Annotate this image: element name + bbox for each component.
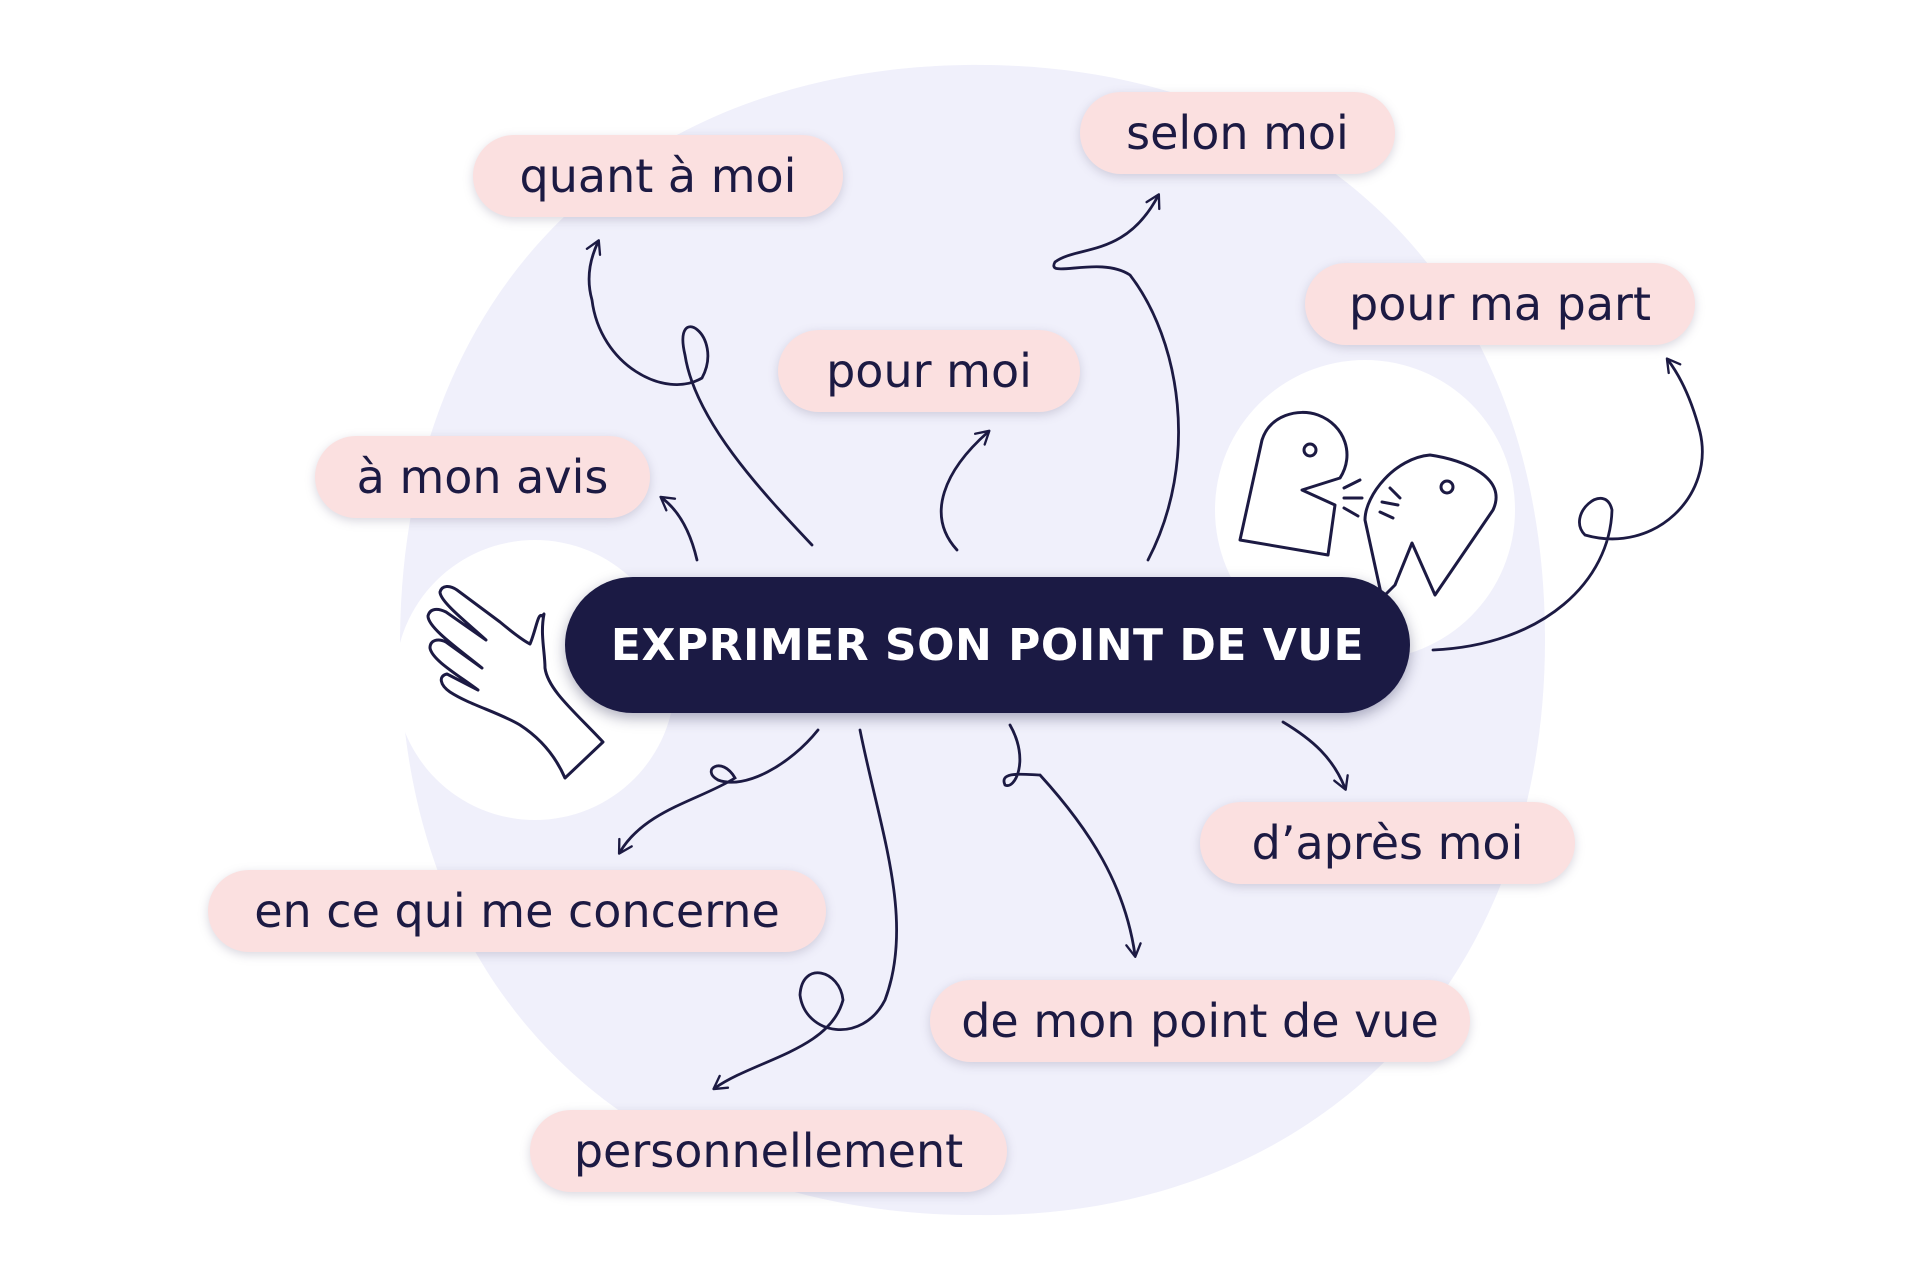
pill-selon-moi: selon moi <box>1080 92 1395 174</box>
pill-a-mon-avis: à mon avis <box>315 436 650 518</box>
pill-en-ce-qui-me-concerne: en ce qui me concerne <box>208 870 826 952</box>
pill-pour-moi: pour moi <box>778 330 1080 412</box>
arrow-to-de-mon-point-de-vue <box>1002 723 1142 958</box>
pill-label: à mon avis <box>356 450 609 504</box>
arrow-to-a-mon-avis <box>659 495 699 562</box>
raised-hand-icon <box>426 585 605 780</box>
pill-label: personnellement <box>573 1124 964 1178</box>
pill-label: d’après moi <box>1251 816 1524 870</box>
arrow-to-selon-moi <box>1052 193 1180 562</box>
talking-heads-icon <box>1238 410 1498 600</box>
arrow-to-personnellement <box>712 728 899 1091</box>
arrow-to-dapres-moi <box>1281 720 1349 791</box>
pill-label: quant à moi <box>519 149 797 203</box>
pill-pour-ma-part: pour ma part <box>1305 263 1695 345</box>
arrow-to-en-ce-qui-me-concerne <box>617 728 820 855</box>
pill-label: selon moi <box>1126 106 1349 160</box>
pill-label: en ce qui me concerne <box>254 884 780 938</box>
central-topic: EXPRIMER SON POINT DE VUE <box>565 577 1410 713</box>
arrow-to-quant-a-moi <box>585 239 814 547</box>
arrow-to-pour-ma-part <box>1431 357 1704 652</box>
arrow-to-pour-moi <box>939 429 991 552</box>
pill-dapres-moi: d’après moi <box>1200 802 1575 884</box>
pill-de-mon-point-de-vue: de mon point de vue <box>930 980 1470 1062</box>
central-topic-label: EXPRIMER SON POINT DE VUE <box>610 619 1365 671</box>
pill-personnellement: personnellement <box>530 1110 1007 1192</box>
pill-label: de mon point de vue <box>961 994 1439 1048</box>
pill-label: pour ma part <box>1349 277 1651 331</box>
connector-arrows <box>585 193 1704 1091</box>
pill-quant-a-moi: quant à moi <box>473 135 843 217</box>
pill-label: pour moi <box>826 344 1032 398</box>
